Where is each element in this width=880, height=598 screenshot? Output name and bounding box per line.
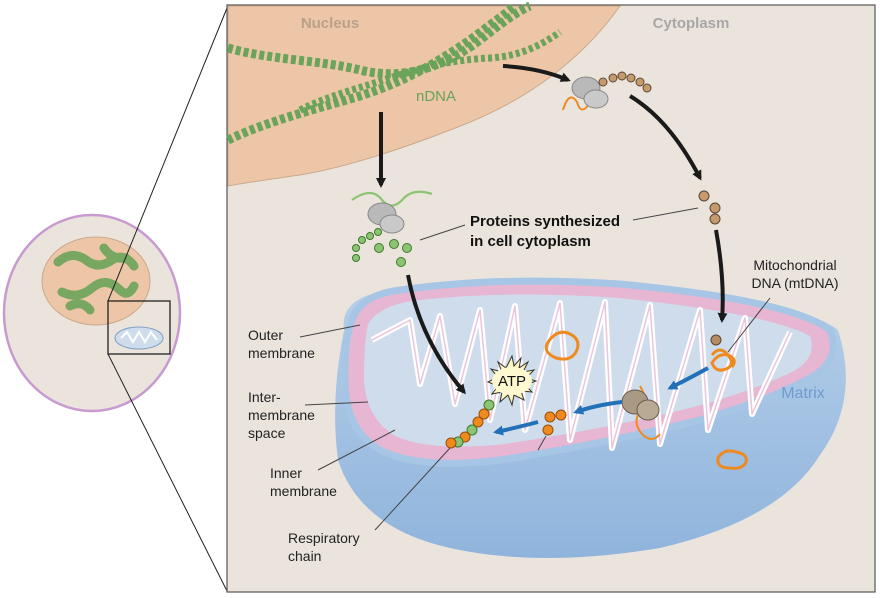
arrow-nucleus-right [502, 64, 571, 82]
zoom-line-top [107, 7, 228, 302]
orange-proteins [542, 409, 567, 436]
leader-inner [317, 429, 396, 471]
arrow-brown-to-mito [714, 229, 728, 323]
leader-proteins-right [632, 207, 699, 221]
mtdna-loop-3 [710, 348, 736, 372]
brown-proteins [698, 190, 721, 225]
zoom-line-bottom [107, 353, 228, 592]
nucleus-region [227, 5, 621, 187]
label-proteins-1: Proteins synthesized [470, 213, 620, 230]
mtdna-loop-1 [544, 330, 580, 361]
ribosome-top [562, 71, 652, 111]
leader-orange-tick [537, 435, 547, 451]
label-nucleus: Nucleus [301, 15, 359, 32]
atp-burst: ATP [486, 354, 538, 407]
label-resp-1: Respiratory [288, 530, 360, 546]
mtdna-loop-2 [716, 449, 748, 470]
label-outer-2: membrane [248, 345, 315, 361]
mtdna-bead [710, 334, 722, 346]
label-matrix: Matrix [781, 385, 825, 402]
arrow-mtdna-to-ribosome [667, 366, 709, 390]
ribosome-mito [621, 385, 661, 440]
label-outer-1: Outer [248, 327, 283, 343]
mito-cristae-edge [371, 301, 791, 449]
arrow-ribosome-to-orange [573, 400, 623, 415]
label-resp-2: chain [288, 548, 321, 564]
label-inter-2: membrane [248, 407, 315, 423]
label-inter-3: space [248, 425, 286, 441]
mitochondrion [335, 277, 846, 558]
arrow-top-ribosome-down [628, 94, 702, 181]
zoom-box [107, 300, 171, 355]
ribosome-left [351, 190, 433, 267]
label-inter-1: Inter- [248, 389, 281, 405]
label-inner-2: membrane [270, 483, 337, 499]
cell-overview [2, 7, 228, 592]
label-mtdna-2: DNA (mtDNA) [751, 275, 838, 291]
ndna-strands [226, 1, 563, 145]
arrow-green-to-chain [406, 274, 466, 395]
leader-outer [299, 324, 361, 338]
leader-proteins-left [419, 224, 466, 241]
atp-label: ATP [498, 373, 526, 390]
label-mtdna-1: Mitochondrial [753, 257, 836, 273]
respiratory-chain [445, 399, 495, 449]
leader-inter [304, 401, 369, 406]
leader-mtdna [727, 297, 771, 353]
cell-mito-cristae [120, 330, 158, 344]
arrow-orange-to-chain [493, 420, 539, 436]
cell-nucleus-chromatin [53, 243, 139, 315]
label-inner-1: Inner [270, 465, 302, 481]
label-ndna: nDNA [416, 88, 456, 105]
label-cytoplasm: Cytoplasm [653, 15, 730, 32]
label-proteins-2: in cell cytoplasm [470, 233, 591, 250]
leader-resp [374, 447, 451, 531]
